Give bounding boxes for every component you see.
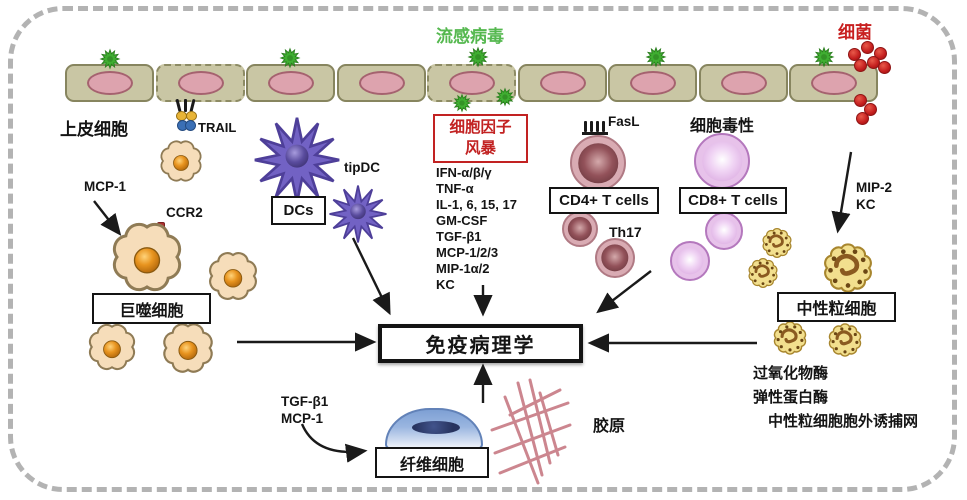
cytokine-item: TNF-α [436,181,474,196]
ccr2-label: CCR2 [166,205,203,220]
product-item: 过氧化物酶 [753,365,829,382]
influenza-virus-icon [99,48,121,70]
epithelial-cell [337,64,426,102]
cd4-t-cell-icon [562,211,598,247]
neutrophil-box: 中性粒细胞 [777,292,896,322]
cytokine-storm-box: 细胞因子 风暴 [433,114,528,163]
influenza-virus-icon [467,46,489,68]
mcp1-line: MCP-1 [281,411,324,426]
immunopathology-box: 免疫病理学 [378,324,583,363]
epithelial-cell [246,64,335,102]
fibrocyte-nucleus [412,421,460,434]
cytotoxicity-label: 细胞毒性 [690,118,755,135]
bacteria-label: 细菌 [838,23,872,42]
trail-receptor-icon [172,98,202,137]
neutrophil-icon [771,319,809,357]
cell-nucleus [267,71,314,95]
influenza-virus-label: 流感病毒 [436,27,504,46]
epithelial-cells-label: 上皮细胞 [60,120,128,139]
macrophage-icon [85,320,139,374]
cytokine-storm-line2: 风暴 [464,139,496,157]
mcp1-label: MCP-1 [84,179,127,194]
cd8-t-cell-icon [705,212,743,250]
cytokine-item: GM-CSF [436,213,488,228]
cell-nucleus [810,71,857,95]
cd8-t-cell-icon [694,133,750,189]
cell-nucleus [86,71,133,95]
epithelial-cell [608,64,697,102]
epithelial-cell-dashed [156,64,245,102]
cytokine-item: MIP-1α/2 [436,261,490,276]
mip2-kc-label: MIP-2 KC [856,179,892,213]
cd4-t-cells-box: CD4+ T cells [549,187,659,214]
influenza-virus-icon [452,93,472,113]
th17-cell-icon [595,238,635,278]
trail-label: TRAIL [198,120,237,135]
neutrophil-icon [746,256,780,290]
tipdc-cell-icon [327,183,389,245]
tipdc-label: tipDC [344,160,380,175]
mip2-line: MIP-2 [856,180,893,195]
th17-label: Th17 [609,224,642,240]
cytokine-list: IFN-α/β/γ TNF-α IL-1, 6, 15, 17 GM-CSF T… [436,165,517,293]
macrophage-icon [159,319,217,377]
fibrocyte-box: 纤维细胞 [375,447,489,478]
tgfb1-line: TGF-β1 [281,394,329,409]
cytokine-item: IL-1, 6, 15, 17 [436,197,517,212]
neutrophil-products: 过氧化物酶 弹性蛋白酶 中性粒细胞胞外诱捕网 [753,362,918,434]
macrophage-icon [157,137,205,185]
influenza-virus-icon [813,46,835,68]
fasl-label: FasL [608,114,640,129]
product-item: 弹性蛋白酶 [753,389,829,406]
dashed-border-frame [8,6,957,492]
cytokine-item: MCP-1/2/3 [436,245,499,260]
cell-nucleus [539,71,586,95]
cd4-t-cell-icon [570,135,626,191]
epithelial-cell [518,64,607,102]
dcs-box: DCs [271,196,326,225]
kc-line: KC [856,197,876,212]
influenza-virus-icon [279,47,301,69]
macrophage-icon [107,217,187,297]
cell-nucleus [358,71,405,95]
macrophage-box: 巨噬细胞 [92,293,211,324]
macrophage-icon [205,248,261,304]
collagen-label: 胶原 [593,418,626,435]
cell-nucleus [448,71,495,95]
cell-nucleus [177,71,224,95]
neutrophil-icon [760,226,794,260]
cd8-t-cell-icon [670,241,710,281]
tgfb1-mcp1-label: TGF-β1 MCP-1 [281,393,328,427]
cytokine-item: IFN-α/β/γ [436,165,492,180]
fasl-receptor-icon [582,121,608,137]
product-item: 中性粒细胞胞外诱捕网 [768,413,919,430]
influenza-virus-icon [645,46,667,68]
cytokine-item: KC [436,277,455,292]
cd8-t-cells-box: CD8+ T cells [679,187,787,214]
cell-nucleus [629,71,676,95]
neutrophil-icon [820,240,876,296]
influenza-virus-icon [495,87,515,107]
cell-nucleus [720,71,767,95]
cytokine-item: TGF-β1 [436,229,482,244]
bacteria-cluster [842,38,894,76]
cytokine-storm-line1: 细胞因子 [449,118,512,136]
neutrophil-icon [826,321,864,359]
epithelial-cell [699,64,788,102]
bacteria-cluster [849,93,881,127]
